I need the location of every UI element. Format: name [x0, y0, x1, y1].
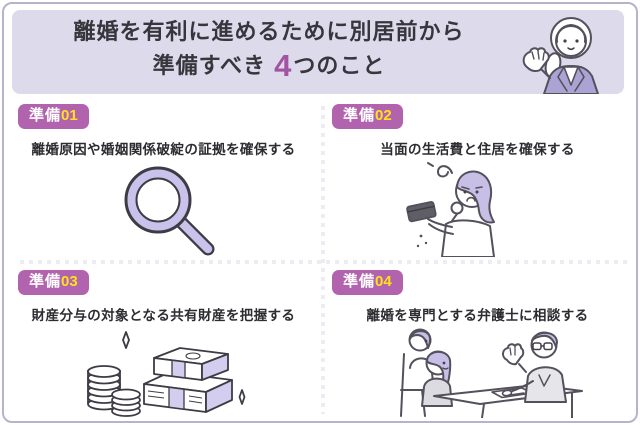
woman-greeting-icon — [522, 17, 599, 94]
step-card-1: 準備01 離婚原因や婚姻関係破綻の証拠を確保する — [12, 100, 315, 260]
horizontal-divider — [20, 260, 628, 264]
step-text-4: 離婚を専門とする弁護士に相談する — [366, 308, 589, 323]
title-number-highlight: 4 — [274, 47, 293, 83]
step-text-2: 当面の生活費と住居を確保する — [380, 142, 575, 157]
step-badge-2: 準備02 — [332, 104, 403, 129]
step-text-3: 財産分与の対象となる共有財産を把握する — [31, 308, 296, 323]
header-banner: 離婚を有利に進めるために別居前から 準備すべき 4つのこと — [12, 10, 624, 94]
step-text-1: 離婚原因や婚姻関係破綻の証拠を確保する — [31, 142, 296, 157]
worried-woman-empty-wallet-icon — [406, 162, 495, 257]
step-card-2: 準備02 当面の生活費と住居を確保する — [326, 100, 629, 260]
step-card-4: 準備04 離婚を専門とする弁護士に相談する — [326, 266, 629, 418]
step-card-3: 準備03 財産分与の対象となる共有財産を把握する — [12, 266, 315, 417]
page-title: 離婚を有利に進めるために別居前から 準備すべき 4つのこと — [22, 10, 516, 94]
step-badge-3: 準備03 — [18, 270, 89, 295]
magnifier-icon — [124, 166, 215, 256]
money-stacks-icon — [87, 331, 246, 417]
step-badge-4: 準備04 — [332, 270, 403, 295]
title-line-1: 離婚を有利に進めるために別居前から — [73, 19, 465, 45]
step-badge-1: 準備01 — [18, 104, 89, 129]
title-line-2: 準備すべき 4つのこと — [152, 47, 386, 83]
lawyer-consultation-icon — [400, 328, 583, 418]
